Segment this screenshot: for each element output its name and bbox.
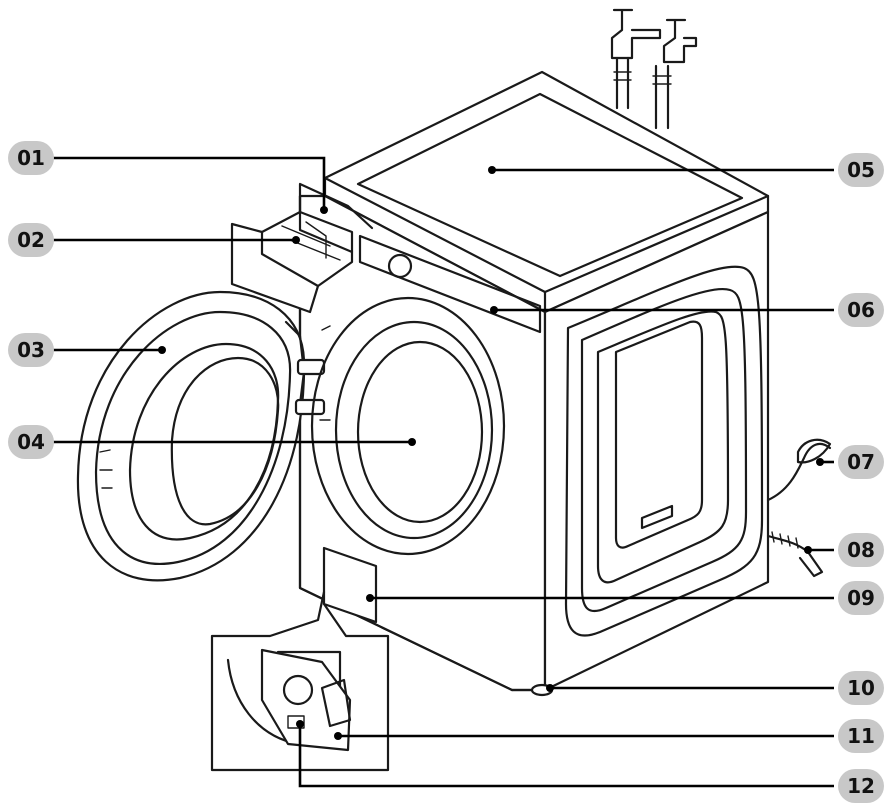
detergent-drawer (230, 182, 374, 314)
callout-04: 04 (8, 425, 54, 459)
callout-08: 08 (838, 533, 884, 567)
callout-number: 08 (847, 538, 875, 562)
callout-12: 12 (838, 769, 884, 803)
leader-lines (46, 156, 834, 788)
callout-05: 05 (838, 153, 884, 187)
callout-02: 02 (8, 223, 54, 257)
callout-06: 06 (838, 293, 884, 327)
callout-number: 09 (847, 586, 875, 610)
callout-number: 01 (17, 146, 45, 170)
open-door (76, 290, 326, 582)
callout-number: 07 (847, 450, 875, 474)
callout-03: 03 (8, 333, 54, 367)
callout-number: 12 (847, 774, 875, 798)
callout-11: 11 (838, 719, 884, 753)
callout-number: 02 (17, 228, 45, 252)
callout-10: 10 (838, 671, 884, 705)
callout-07: 07 (838, 445, 884, 479)
callout-number: 11 (847, 724, 875, 748)
callout-09: 09 (838, 581, 884, 615)
cord-and-hose (766, 438, 832, 578)
machine-side (543, 210, 770, 692)
drum-opening (310, 296, 506, 556)
service-panel (210, 546, 390, 772)
callout-number: 03 (17, 338, 45, 362)
callout-number: 04 (17, 430, 45, 454)
callout-01: 01 (8, 141, 54, 175)
callout-number: 05 (847, 158, 875, 182)
water-taps (610, 8, 698, 130)
callout-number: 06 (847, 298, 875, 322)
callout-number: 10 (847, 676, 875, 700)
